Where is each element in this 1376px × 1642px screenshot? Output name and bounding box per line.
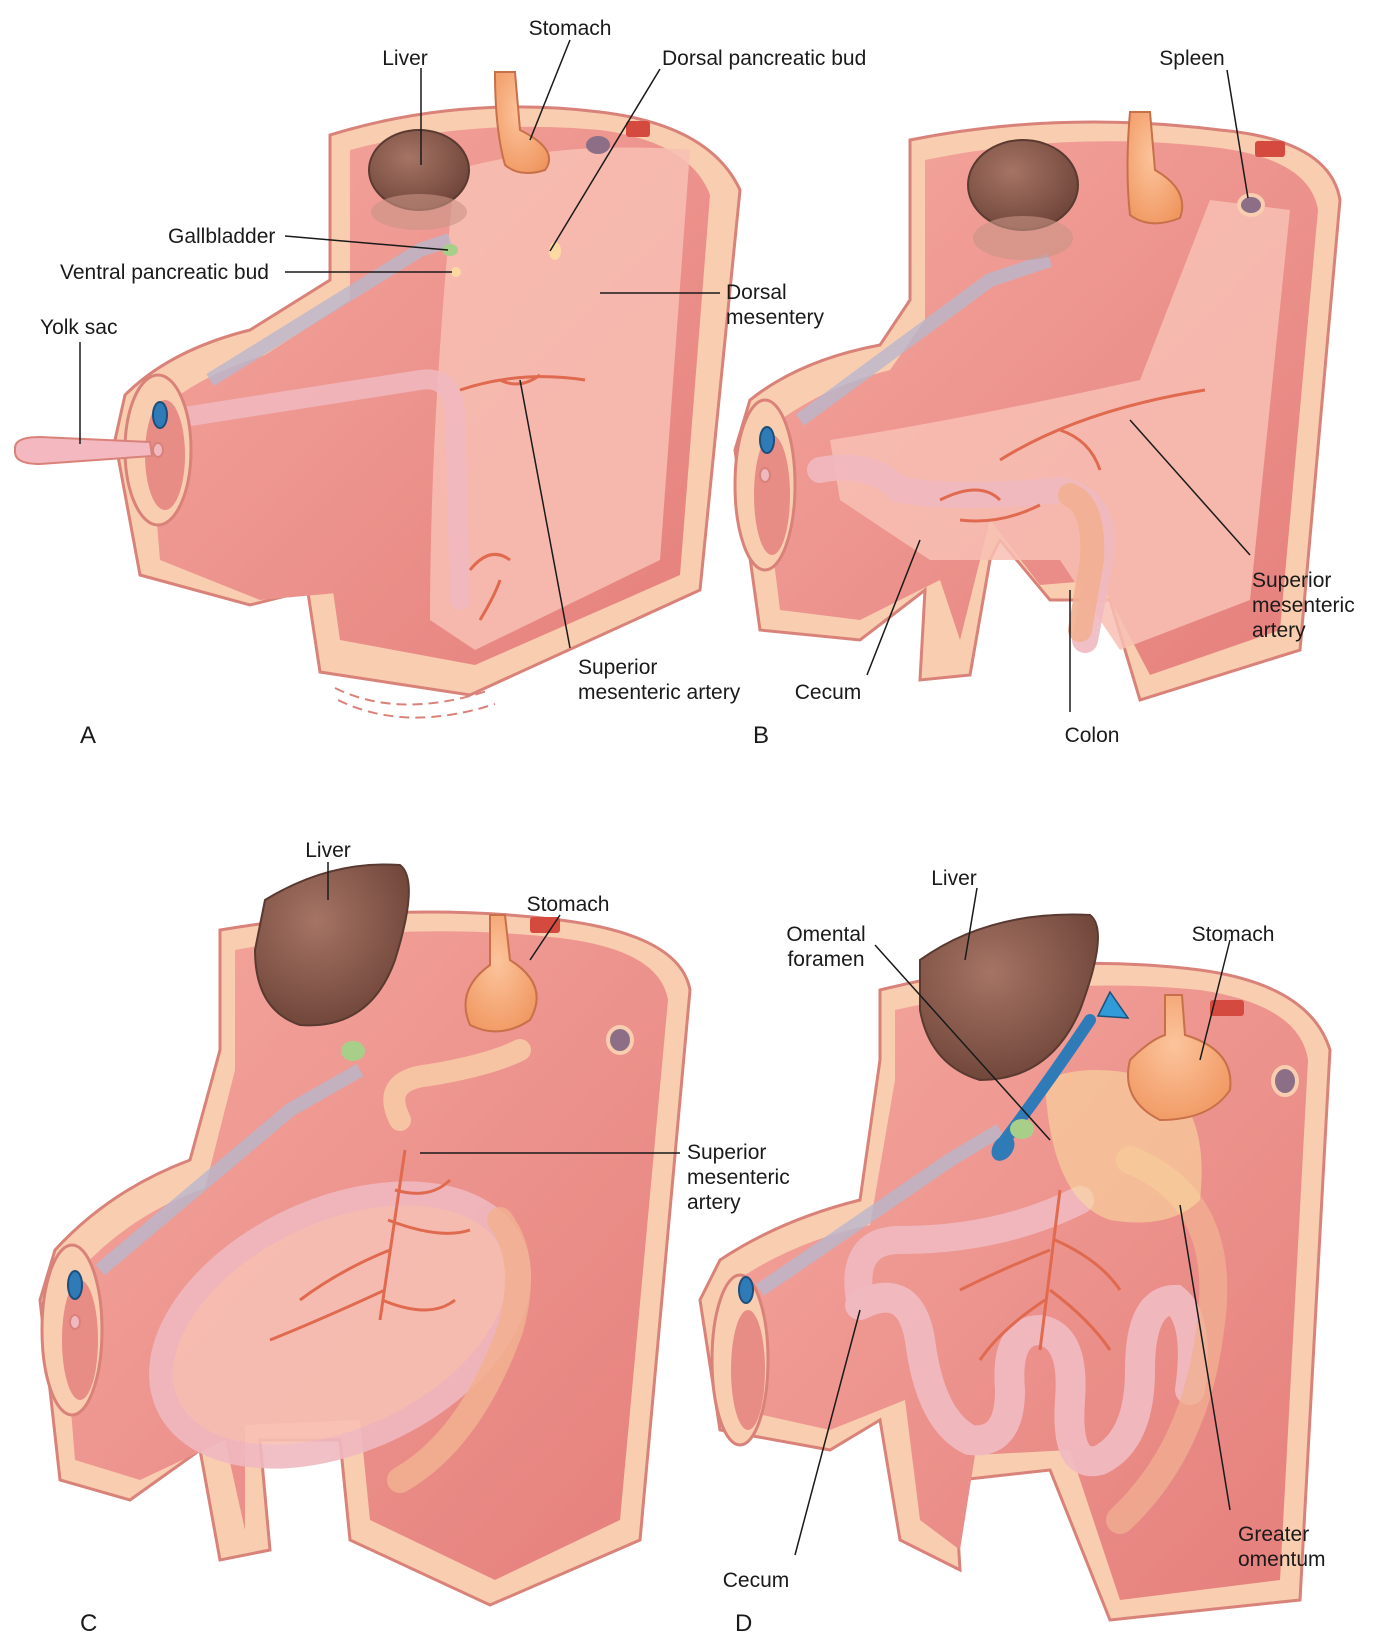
panel-a-yolk-sac-label: Yolk sac (40, 316, 118, 339)
panel-c-sma-line3: artery (687, 1191, 741, 1214)
panel-c-duodenum (383, 1039, 531, 1131)
panel-a-gut-tube (155, 369, 470, 610)
panel-a-ventral-pancreatic-bud (451, 267, 461, 277)
panel-d-arrow-head (1096, 990, 1130, 1019)
panel-b-vessel (759, 426, 775, 454)
panel-a-dorsal-mesentery-line2: mesentery (726, 306, 825, 329)
panel-d-stomach-label: Stomach (1191, 923, 1275, 946)
panel-a-gallbladder (442, 244, 458, 256)
panel-c-drawing (38, 862, 692, 1607)
panel-c-leader-lines (327, 862, 680, 1154)
panel-d-drawing (698, 887, 1332, 1622)
panel-d-sma (959, 1189, 1122, 1361)
panel-b-sma-line1: Superior (1252, 569, 1332, 592)
panel-c-gallbladder (341, 1041, 365, 1061)
panel-a-stomach (493, 71, 551, 175)
panel-c-stomach-label: Stomach (526, 893, 610, 916)
panel-a-ventral-pancreatic-bud-label: Ventral pancreatic bud (60, 261, 269, 284)
panel-b-sma-line2: mesenteric (1252, 594, 1355, 617)
panel-d-vessel (738, 1276, 754, 1304)
panel-a-liver-label: Liver (382, 47, 428, 70)
panel-b-aorta (1255, 141, 1285, 157)
panel-b-stomach (1126, 111, 1184, 225)
panel-d-omental-foramen-line2: foramen (787, 948, 865, 971)
panel-a-sma-line2: mesenteric artery (578, 681, 741, 704)
panel-d-liver-label: Liver (931, 867, 977, 890)
panel-c-stomach (464, 914, 538, 1033)
panel-b-sma-label: Superior mesenteric artery (1252, 568, 1355, 643)
panel-c-distal-gut (387, 1207, 531, 1493)
panel-c-gut-upper (95, 1063, 364, 1276)
panel-b-sma-line3: artery (1252, 619, 1306, 642)
panel-b-leader-lines (866, 69, 1251, 712)
panel-a-dorsal-mesentery (430, 147, 690, 650)
panel-b-umbilical (759, 467, 771, 483)
panel-d-gut-upper (756, 1123, 1004, 1296)
panel-d-spleen (1271, 1065, 1299, 1097)
panel-a-yolk-sac (14, 435, 154, 466)
panel-b-letter: B (753, 722, 770, 749)
panel-d-leader-lines (794, 887, 1231, 1556)
panel-a-leader-lines (79, 39, 720, 649)
panel-d-letter: D (735, 1610, 753, 1637)
panel-d-stomach (1127, 994, 1232, 1122)
panel-b-spleen (1237, 193, 1265, 217)
panel-b-mesentery (830, 200, 1290, 650)
panel-a-liver-shadow (371, 194, 467, 230)
panel-d-aorta (1210, 1000, 1244, 1016)
panel-a-umbilical (152, 442, 164, 458)
panel-d-omental-foramen-line1: Omental (786, 923, 866, 946)
panel-d-omental-foramen-label: Omental foramen (786, 922, 865, 972)
panel-c-opening-inner (62, 1280, 98, 1400)
panel-c-umbilical (69, 1314, 81, 1330)
panel-d-greater-omentum-label: Greater omentum (1238, 1522, 1326, 1572)
panel-a-gallbladder-label: Gallbladder (168, 225, 276, 248)
panel-b-liver-shadow (973, 216, 1073, 260)
panel-d-greater-omentum-line2: omentum (1238, 1548, 1326, 1571)
panel-d-gallbladder (1010, 1119, 1034, 1139)
panel-d-cecum-segment (844, 1186, 1094, 1314)
panel-a-sma-line1: Superior (578, 656, 658, 679)
panel-d-probe-end (991, 1135, 1015, 1161)
panel-d-greater-omentum-line1: Greater (1238, 1523, 1310, 1546)
panel-a-spleen (586, 136, 610, 154)
panel-c-sma (269, 1149, 471, 1342)
panel-b-spleen-label: Spleen (1159, 47, 1225, 70)
panel-c-sma-line1: Superior (687, 1141, 767, 1164)
panel-a-opening-inner (145, 400, 185, 510)
panel-a-aorta (626, 121, 650, 137)
panel-c-liver-label: Liver (305, 839, 351, 862)
panel-c-spleen (606, 1025, 634, 1055)
panel-a-dashed-cut (334, 687, 496, 719)
panel-a-dorsal-pancreatic-bud-label: Dorsal pancreatic bud (662, 47, 867, 70)
panel-c-aorta (530, 917, 560, 933)
panel-c-sma-line2: mesenteric (687, 1166, 790, 1189)
panel-a-dorsal-mesentery-label: Dorsal mesentery (726, 280, 824, 330)
panel-a-letter: A (80, 722, 97, 749)
panel-b-gut-upper (795, 253, 1053, 426)
panel-d-opening-inner (731, 1310, 765, 1430)
panel-c-vessel (67, 1270, 83, 1300)
panel-b-drawing (733, 69, 1342, 712)
panel-c-sma-label: Superior mesenteric artery (687, 1140, 790, 1215)
panel-c-letter: C (80, 1610, 98, 1637)
panel-d-cecum-label: Cecum (722, 1569, 790, 1592)
panel-a-vessel (152, 401, 168, 429)
panel-c-liver (253, 863, 410, 1027)
panel-a-stomach-label: Stomach (528, 17, 612, 40)
panel-b-colon-label: Colon (1064, 724, 1120, 747)
panel-b-opening-inner (754, 435, 790, 555)
panel-a-gut-upper (206, 233, 453, 386)
panel-b-sma (939, 388, 1206, 523)
panel-d-intestines (845, 1282, 1208, 1477)
panel-d-liver (919, 913, 1099, 1082)
panel-b-cecum-label: Cecum (794, 681, 862, 704)
panel-a-dorsal-mesentery-line1: Dorsal (726, 281, 787, 304)
panel-a-sma-label: Superior mesenteric artery (578, 655, 740, 705)
panel-b-colon (1058, 483, 1105, 642)
panel-a-drawing (14, 39, 742, 719)
